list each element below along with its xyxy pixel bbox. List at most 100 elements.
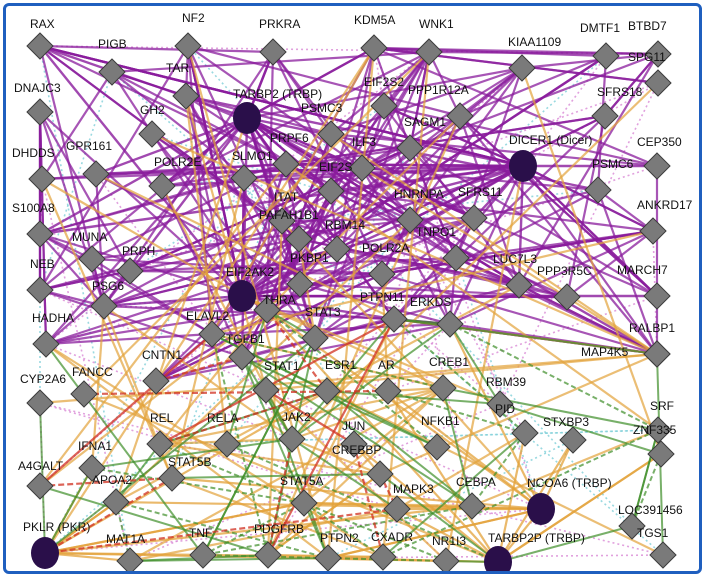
node-pklr[interactable]: PKLR (PKR) [23,520,90,569]
node-tarbp2[interactable]: TARBP2 (TRBP) [233,87,322,134]
node-nr1i3[interactable]: NR1I3 [432,534,466,571]
node-erkds[interactable]: ERKDS [410,295,464,338]
node-psmc6[interactable]: PSMC6 [584,157,634,204]
node-jun[interactable]: JUN [340,419,368,458]
node-ilf3[interactable]: ILF3 [348,135,376,182]
node-pigb[interactable]: PIGB [98,37,127,86]
node-polr2a[interactable]: POLR2A [362,241,409,288]
node-srf[interactable]: SRF [644,399,674,444]
node-dnajc3[interactable]: DNAJC3 [14,81,61,126]
dotted-edge [243,177,501,405]
node-dmtf1[interactable]: DMTF1 [580,21,620,70]
node-label: TGS1 [637,526,669,540]
node-tar[interactable]: TAR [166,61,200,110]
node-wnk1[interactable]: WNK1 [415,17,454,66]
node-label: CYP2A6 [20,372,66,386]
node-ppp3r5c[interactable]: PPP3R5C [537,264,592,311]
node-sagm1[interactable]: SAGM1 [396,115,446,162]
node-jak2[interactable]: JAK2 [278,410,311,453]
node-crebbp[interactable]: CREBBP [332,443,394,488]
node-gh2[interactable]: GH2 [138,103,166,148]
node-dicer1[interactable]: DICER1 (Dicer) [509,133,592,182]
node-muna[interactable]: MUNA [72,230,107,273]
node-polr2e[interactable]: POLR2E [148,155,201,200]
node-fancc[interactable]: FANCC [70,365,113,408]
node-psmc3[interactable]: PSMC3 [301,101,345,148]
node-stat1[interactable]: STAT1 [252,359,300,404]
node-nf2[interactable]: NF2 [174,11,205,60]
node-ppp1r12a[interactable]: PPP1R12A [408,83,474,130]
node-cep350[interactable]: CEP350 [637,135,682,180]
node-spg11[interactable]: SPG11 [628,50,672,97]
node-mapk3[interactable]: MAPK3 [383,482,434,523]
node-pafah1b1[interactable]: PAFAH1B1 [259,208,319,253]
node-ar[interactable]: AR [374,358,402,405]
node-hadha[interactable]: HADHA [32,311,74,358]
node-stat5b[interactable]: STAT5B [158,455,212,492]
node-stat5a[interactable]: STAT5A [280,474,324,517]
node-gpr161[interactable]: GPR161 [66,139,112,188]
node-stxbp3[interactable]: STXBP3 [543,415,589,454]
green-edge [226,443,499,563]
node-prph[interactable]: PRPH [116,244,155,285]
node-rbm39[interactable]: RBM39 [486,375,526,418]
node-tarbp2p[interactable]: TARBP2P (TRBP) [484,531,585,571]
node-rax[interactable]: RAX [26,17,55,60]
node-eif2ak2[interactable]: EIF2AK2 [226,265,274,312]
node-rela[interactable]: RELA [207,411,241,458]
node-btbd7[interactable]: BTBD7 [628,19,672,68]
node-elavl2[interactable]: ELAVL2 [186,309,229,348]
node-pkbp1[interactable]: PKBP1 [286,251,329,298]
node-znf335[interactable]: ZNF335 [633,423,677,468]
node-kiaa1109[interactable]: KIAA1109 [508,35,561,82]
node-ankrd17[interactable]: ANKRD17 [637,198,693,245]
node-loc391456[interactable]: LOC391456 [618,503,683,540]
node-eif2s2[interactable]: EIF2S2 [364,75,404,120]
node-pid[interactable]: PID [495,402,539,447]
node-tnf[interactable]: TNF [189,526,217,569]
purple-edge [45,270,131,345]
node-cxadr[interactable]: CXADR [369,530,413,571]
node-prkra[interactable]: PRKRA [259,17,300,66]
node-mat1a[interactable]: MAT1A [106,532,145,571]
node-rbm14[interactable]: RBM14 [323,218,365,263]
hub-node-shape [233,102,261,134]
node-ptpn2[interactable]: PTPN2 [314,531,359,571]
node-hnrnpa[interactable]: HNRNPA [394,187,444,234]
node-map4k5[interactable]: MAP4K5 [581,340,671,368]
node-pdgfrb[interactable]: PDGFRB [254,522,304,569]
diamond-node-shape [32,330,60,358]
node-s100a8[interactable]: S100A8 [12,201,55,248]
node-ifna1[interactable]: IFNA1 [78,439,112,482]
purple-edge [459,115,658,355]
node-eif2s[interactable]: EIF2S [317,160,352,205]
node-rel[interactable]: REL [146,411,174,458]
node-kdm5a[interactable]: KDM5A [354,13,395,62]
node-dhdds[interactable]: DHDDS [12,146,56,193]
node-itat[interactable]: ITAT [268,190,299,235]
node-thra[interactable]: THRA [253,293,296,324]
node-sfrs11[interactable]: SFRS11 [458,185,503,232]
node-luc7l3[interactable]: LUC7L3 [493,252,537,299]
node-neb[interactable]: NEB [26,257,55,304]
node-creb1[interactable]: CREB1 [429,355,469,402]
node-cebpa[interactable]: CEBPA [456,475,496,520]
node-esr1[interactable]: ESR1 [313,358,357,405]
node-tnpo1[interactable]: TNPO1 [416,225,470,272]
node-a4galt[interactable]: A4GALT [18,459,64,500]
node-apoa2[interactable]: APOA2 [92,473,132,516]
node-ncoa6[interactable]: NCOA6 (TRBP) [527,476,612,525]
node-cyp2a6[interactable]: CYP2A6 [20,372,66,417]
node-slmo1[interactable]: SLMO1 [230,149,273,192]
node-march7[interactable]: MARCH7 [617,263,671,310]
node-nfkb1[interactable]: NFKB1 [421,414,460,461]
node-stat3[interactable]: STAT3 [301,305,341,352]
node-prpf6[interactable]: PRPF6 [270,131,309,178]
node-cntn1[interactable]: CNTN1 [142,348,182,395]
node-tgs1[interactable]: TGS1 [637,526,677,569]
node-psg6[interactable]: PSG6 [90,279,124,320]
node-sfrs18[interactable]: SFRS18 [591,85,643,130]
node-ptpn11[interactable]: PTPN11 [360,290,408,333]
node-tgfb1[interactable]: TGFB1 [226,332,265,371]
